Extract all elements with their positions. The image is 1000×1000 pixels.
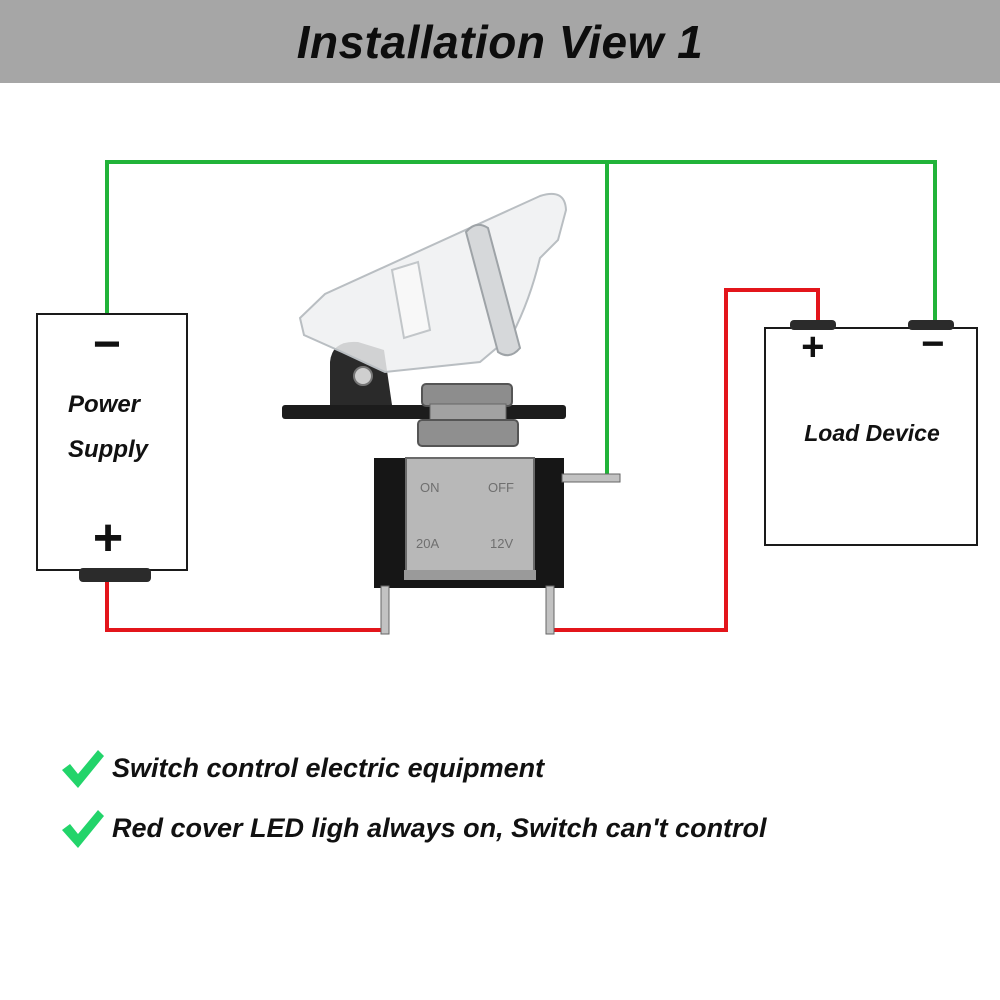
load-device-terminal-positive — [790, 320, 836, 330]
switch-nut-upper — [421, 383, 513, 407]
power-supply-terminal — [79, 568, 151, 582]
power-supply-label-line2: Supply — [68, 436, 150, 463]
load-device-box — [764, 327, 978, 546]
toggle-switch: ON OFF 20A 12V — [282, 192, 621, 635]
note-item: Switch control electric equipment — [58, 738, 767, 798]
ground-wire-main — [105, 160, 937, 322]
positive-wire-supply — [105, 582, 385, 632]
switch-mount-plate — [282, 405, 566, 419]
note-text: Switch control electric equipment — [112, 752, 545, 783]
positive-wires — [105, 288, 820, 632]
power-supply: − Power Supply + — [36, 313, 188, 582]
switch-mark-amps: 20A — [416, 536, 439, 551]
load-device-terminal-negative — [908, 320, 954, 330]
switch-lever — [464, 223, 522, 357]
switch-nut-lower — [417, 419, 519, 447]
load-device: + − Load Device — [764, 320, 978, 546]
positive-wire-load — [552, 288, 820, 632]
switch-terminal-left — [380, 585, 390, 635]
switch-cover-fins — [390, 260, 432, 340]
switch-terminal-side — [561, 473, 621, 483]
power-supply-minus: − — [92, 318, 120, 371]
ground-wire-switch — [599, 162, 609, 480]
note-item: Red cover LED ligh always on, Switch can… — [58, 798, 767, 858]
switch-metal-frame — [405, 457, 535, 577]
switch-mark-off: OFF — [488, 480, 514, 495]
load-device-label: Load Device — [804, 420, 940, 446]
note-text: Red cover LED ligh always on, Switch can… — [112, 812, 767, 843]
page-title: Installation View 1 — [296, 15, 704, 68]
check-icon — [62, 810, 104, 848]
switch-mark-volts: 12V — [490, 536, 513, 551]
switch-mark-on: ON — [420, 480, 440, 495]
switch-terminal-right — [545, 585, 555, 635]
load-device-minus: − — [920, 322, 943, 366]
check-icon — [62, 750, 104, 788]
hinge-screw — [353, 366, 373, 386]
switch-metal-bottom — [404, 570, 536, 580]
notes-list: Switch control electric equipment Red co… — [58, 738, 767, 858]
power-supply-box — [36, 313, 188, 571]
switch-safety-cover — [298, 192, 568, 374]
power-supply-label-line1: Power — [68, 391, 142, 418]
load-device-plus: + — [800, 325, 823, 369]
header-bar: Installation View 1 — [0, 0, 1000, 83]
power-supply-plus: + — [92, 509, 122, 567]
